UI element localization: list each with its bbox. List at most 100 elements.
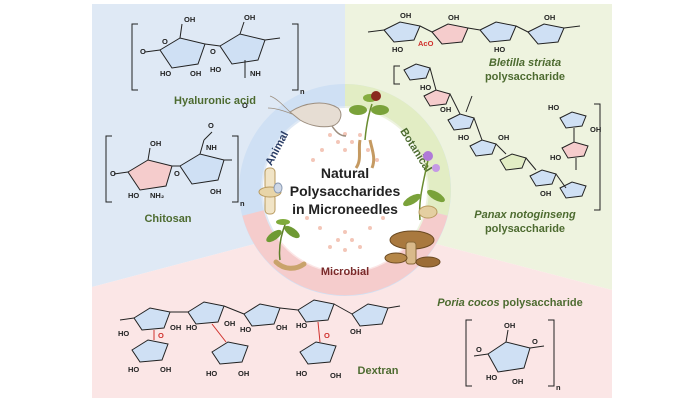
ring-panax-4 [469, 139, 497, 157]
atom-label: OH [276, 323, 287, 332]
ring-panax-9 [559, 181, 587, 199]
atom-label: NH [206, 143, 217, 152]
ring-dextran-8 [299, 341, 337, 365]
dextran-atoms: HO OH O HO OH HO OH HO O OH HO OH HO OH … [118, 319, 361, 380]
atom-label: O [242, 101, 248, 110]
atom-label: n [556, 383, 561, 392]
caption-hyaluronic-acid: Hyaluronic acid [174, 95, 256, 107]
bletilla-atoms: OH HO AcO OH HO OH [392, 11, 555, 54]
center-title-line3: in Microneedles [292, 201, 398, 217]
knee-joint-illustration [258, 167, 283, 215]
ring-dextran-5 [351, 303, 389, 327]
caption-dextran: Dextran [358, 365, 399, 377]
atom-label: OH [540, 189, 551, 198]
molecule-dot-pattern [305, 132, 385, 252]
atom-label: OH [160, 365, 171, 374]
ring-chitosan-1 [127, 159, 173, 191]
ring-bletilla-4 [527, 23, 565, 45]
ring-panax-5 [499, 153, 527, 171]
ring-hyaluronic-2 [219, 33, 266, 65]
caption-bletilla-species: Bletilla striata [489, 57, 561, 69]
ring-panax-8 [561, 141, 589, 159]
ring-bletilla-3 [479, 21, 517, 43]
hyaluronic-atoms: OH O O HO OH O OH HO NH O n [140, 13, 305, 110]
atom-label: HO [240, 325, 251, 334]
atom-label: NH [250, 69, 261, 78]
chitosan-structure [105, 131, 239, 203]
atom-label: HO [186, 323, 197, 332]
hyaluronic-acid-structure [131, 21, 299, 91]
ginseng-root-illustration [349, 91, 389, 169]
atom-label: HO [392, 45, 403, 54]
atom-label: OH [504, 321, 515, 330]
atom-label: AcO [418, 39, 434, 48]
atom-label: OH [330, 371, 341, 380]
atom-label: O [162, 37, 168, 46]
caption-panax-word: polysaccharide [485, 223, 565, 235]
panax-atoms: HO OH HO OH HO OH HO OH [420, 83, 601, 198]
ring-panax-6 [529, 169, 557, 187]
atom-label: OH [350, 327, 361, 336]
atom-label: NH₂ [150, 191, 164, 200]
atom-label: OH [440, 105, 451, 114]
atom-label: n [300, 87, 305, 96]
orchid-illustration [403, 151, 445, 221]
atom-label: OH [238, 369, 249, 378]
panax-structure [393, 63, 601, 211]
caption-panax-species: Panax notoginseng [474, 209, 576, 221]
atom-label: O [324, 331, 330, 340]
atom-label: O [140, 47, 146, 56]
atom-label: HO [160, 69, 171, 78]
ring-panax-7 [559, 111, 587, 129]
atom-label: O [158, 331, 164, 340]
atom-label: HO [296, 369, 307, 378]
atom-label: OH [170, 323, 181, 332]
atom-label: HO [128, 365, 139, 374]
atom-label: OH [512, 377, 523, 386]
atom-label: HO [210, 65, 221, 74]
atom-label: OH [590, 125, 601, 134]
ring-label-microbial: Microbial [321, 266, 369, 278]
caption-poria-species: Poria cocos [437, 297, 499, 309]
ring-dextran-7 [211, 341, 249, 365]
atom-label: HO [550, 153, 561, 162]
atom-label: HO [548, 103, 559, 112]
ring-chitosan-2 [179, 153, 225, 185]
ring-dextran-4 [297, 299, 335, 323]
ring-dextran-6 [131, 339, 169, 363]
atom-label: O [208, 121, 214, 130]
atom-label: HO [486, 373, 497, 382]
atom-label: OH [544, 13, 555, 22]
atom-label: HO [296, 321, 307, 330]
ring-poria [487, 341, 531, 373]
poria-atoms: OH O O HO OH n [476, 321, 561, 392]
atom-label: HO [420, 83, 431, 92]
atom-label: OH [244, 13, 255, 22]
plant-root-illustration [266, 219, 307, 271]
atom-label: O [476, 345, 482, 354]
atom-label: OH [400, 11, 411, 20]
atom-label: OH [210, 187, 221, 196]
ring-dextran-2 [187, 301, 225, 325]
ring-dextran-3 [243, 303, 281, 327]
atom-label: HO [494, 45, 505, 54]
category-ring: Natural Polysaccharides in Microneedles … [239, 84, 451, 296]
caption-poria-word: polysaccharide [503, 297, 583, 309]
atom-label: HO [118, 329, 129, 338]
center-title-line2: Polysaccharides [290, 183, 401, 199]
atom-label: OH [498, 133, 509, 142]
atom-label: O [174, 169, 180, 178]
atom-label: n [240, 199, 245, 208]
ring-panax-1 [403, 63, 431, 81]
mushroom-illustration [384, 230, 441, 268]
caption-chitosan: Chitosan [144, 213, 191, 225]
atom-label: OH [150, 139, 161, 148]
ring-hyaluronic-1 [159, 37, 206, 69]
ring-bletilla-2 [431, 23, 469, 45]
atom-label: O [110, 169, 116, 178]
center-title-line1: Natural [321, 165, 369, 181]
atom-label: O [532, 337, 538, 346]
ring-dextran-1 [133, 307, 171, 331]
chitosan-atoms: OH O HO NH₂ O NH O OH n [110, 121, 245, 208]
ring-panax-2 [423, 89, 451, 107]
